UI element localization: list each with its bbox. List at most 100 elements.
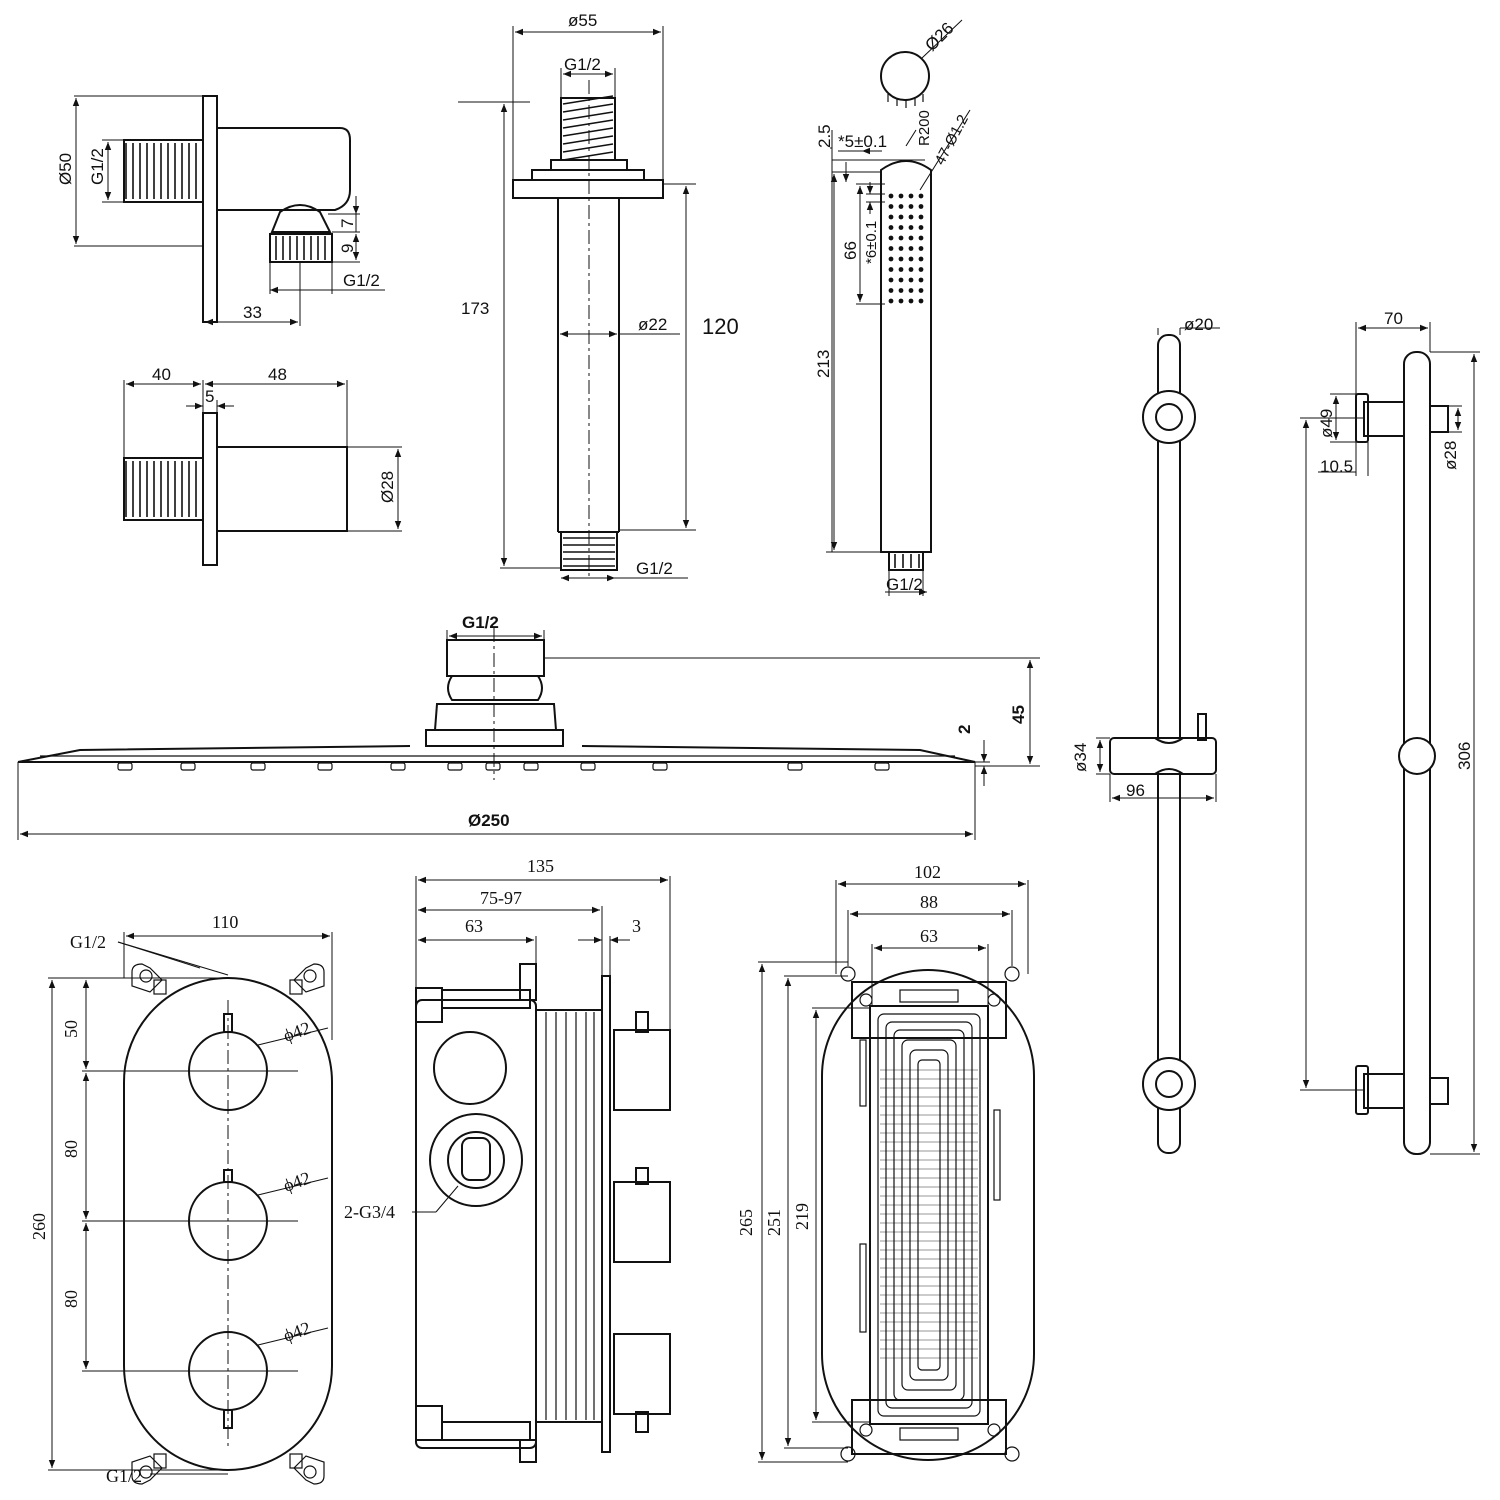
hand-r200-label: R200 [916,110,933,146]
nozzle-dot [918,256,924,262]
ceil-120-label: 120 [702,314,739,339]
nozzle-dot [918,204,924,209]
side-306-label: 306 [1455,742,1474,770]
box-102-label: 102 [914,862,941,882]
nozzle-dot [908,256,914,262]
nozzle-dot [898,277,904,283]
wall-arm-drawing: 40 48 5 Ø28 [123,365,402,566]
plate-g12-bot-label: G1/2 [106,1466,142,1486]
elbow-g12-label: G1/2 [88,148,107,185]
arm-40-label: 40 [152,365,171,384]
trim-plate-drawing: 110 G1/2 50 80 80 260 ϕ42 ϕ42 ϕ42 G1/2 [29,912,333,1486]
hand-66-label: 66 [841,241,860,260]
nozzle-dot [908,225,914,230]
nozzle-dot [918,267,924,272]
head-nozzle [117,762,133,771]
hand-dia26-label: Ø26 [921,19,957,55]
valve-135-label: 135 [527,856,554,876]
head-nozzle [652,762,668,771]
hand-25-label: 2.5 [815,124,834,148]
nozzle-dot [908,204,914,209]
slide-rail-side-drawing: 70 ø49 10.5 ø28 306 [1300,309,1480,1155]
hand-47-label: 47-Ø1.2 [932,112,972,168]
nozzle-dot [918,235,924,241]
elbow-outlet-g12-label: G1/2 [343,271,380,290]
slide-rail-drawing: ø20 ø34 96 [1071,315,1220,1154]
head-45-label: 45 [1009,705,1028,724]
valve-7597-label: 75-97 [480,888,522,908]
nozzle-dot [888,225,894,230]
nozzle-dot [908,298,914,304]
head-nozzle [317,762,333,771]
nozzle-dot [898,267,904,272]
ceil-dia55-label: ø55 [568,11,597,30]
nozzle-dot [918,288,924,293]
plate-260-label: 260 [29,1213,49,1240]
plate-g12-top-label: G1/2 [70,932,106,952]
nozzle-dot [918,277,924,283]
hand-5-label: *5±0.1 [838,132,887,151]
box-88-label: 88 [920,892,938,912]
side-105-label: 10.5 [1320,457,1353,476]
hand-shower-drawing: Ø26 2.5 *5±0.1 R200 47-Ø1.2 66 *6±0.1 21… [814,19,972,596]
plate-80a-label: 80 [61,1140,81,1158]
plate-phi42c-label: ϕ42 [281,1318,314,1346]
ceil-dia22-label: ø22 [638,315,667,334]
side-70-label: 70 [1384,309,1403,328]
nozzle-dot [888,256,894,262]
arm-5-label: 5 [205,387,214,406]
nozzle-dot [908,267,914,272]
ceil-g12-bot-label: G1/2 [636,559,673,578]
head-nozzle [447,762,463,771]
valve-63-label: 63 [465,916,483,936]
nozzle-dot [918,298,924,304]
nozzle-dot [898,204,904,209]
valve-box-drawing: 102 88 63 265 251 219 [736,862,1035,1463]
nozzle-dot [898,214,904,220]
nozzle-dot [888,204,894,209]
arm-48-label: 48 [268,365,287,384]
side-dia28-label: ø28 [1441,441,1460,470]
nozzle-dot [908,214,914,220]
nozzle-dot [898,235,904,241]
head-g12-label: G1/2 [462,613,499,632]
plate-phi42a-label: ϕ42 [281,1018,314,1046]
nozzle-dot [888,214,894,220]
valve-side-drawing: 135 75-97 63 3 2-G3/4 [344,856,671,1463]
nozzle-dot [888,288,894,293]
valve-3-label: 3 [632,916,641,936]
box-251-label: 251 [764,1209,784,1236]
rail-dia20-label: ø20 [1184,315,1213,334]
valve-2g34-label: 2-G3/4 [344,1202,395,1222]
nozzle-dot [898,288,904,293]
plate-110-label: 110 [212,912,238,932]
shower-head-drawing: G1/2 45 2 Ø250 [17,613,1040,840]
plate-50-label: 50 [61,1020,81,1038]
nozzle-dot [918,214,924,220]
box-ribs [880,1069,978,1359]
head-nozzle [250,762,266,771]
rail-dia34-label: ø34 [1071,743,1090,772]
hand-g12-label: G1/2 [886,575,923,594]
plate-80b-label: 80 [61,1290,81,1308]
elbow-7-label: 7 [338,219,357,228]
nozzle-dot [888,298,894,304]
elbow-33-label: 33 [243,303,262,322]
head-nozzles [117,762,890,771]
nozzle-dot [908,235,914,241]
ceil-173-label: 173 [461,299,489,318]
box-219-label: 219 [792,1203,812,1230]
nozzle-dot [898,193,904,199]
nozzle-dot [898,298,904,304]
elbow-dia50-label: Ø50 [56,153,75,185]
elbow-9-label: 9 [338,244,357,253]
head-nozzle [787,762,803,771]
nozzle-dot [918,193,924,199]
box-265-label: 265 [736,1209,756,1236]
head-dia250-label: Ø250 [468,811,510,830]
box-63-label: 63 [920,926,938,946]
rail-96-label: 96 [1126,781,1145,800]
head-nozzle [874,762,890,771]
hand-213-label: 213 [814,350,833,378]
